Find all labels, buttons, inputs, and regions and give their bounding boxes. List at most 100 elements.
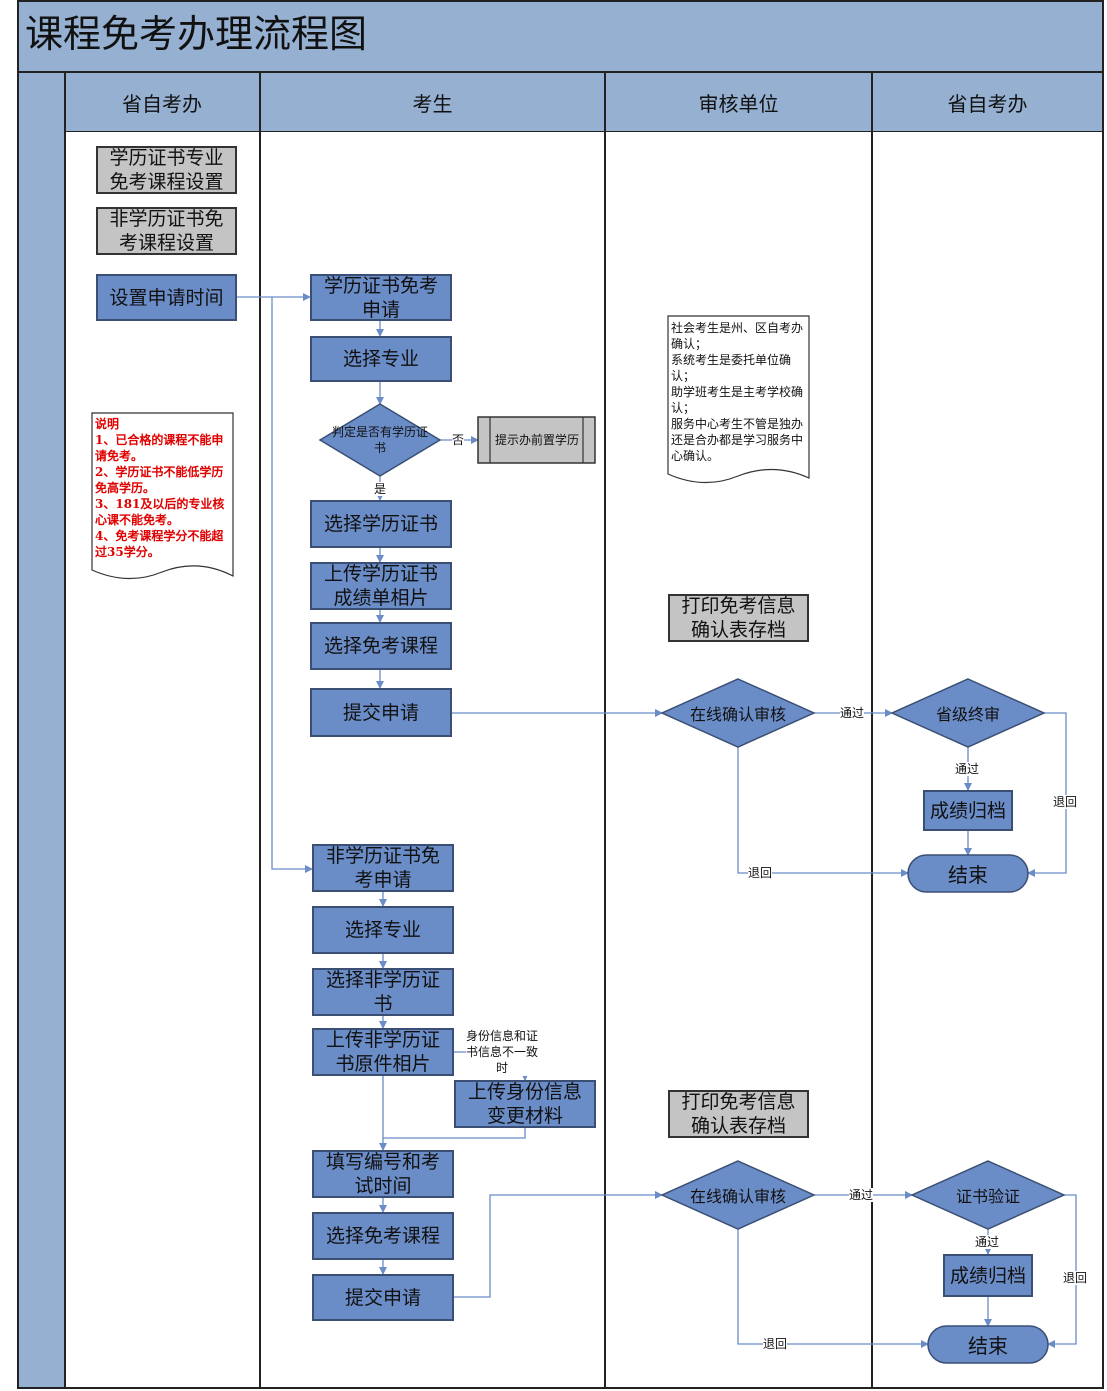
return-label: 退回	[1053, 795, 1078, 809]
lane-header-reviewer: 审核单位	[606, 73, 873, 132]
box-label: 选择学历证书	[323, 513, 438, 535]
lane-label: 审核单位	[698, 91, 779, 116]
return-label: 退回	[748, 866, 773, 880]
lane-divider	[604, 73, 606, 1389]
review-label-1: 在线确认审核	[689, 705, 786, 724]
box-label: 上传学历证书成绩单相片	[323, 563, 438, 609]
reviewer-note-line: 助学班考生是主考学校确认；	[671, 385, 804, 415]
lane-divider	[1102, 73, 1104, 1389]
lane-divider	[871, 73, 873, 1389]
final-review-diamond	[890, 678, 1046, 748]
note-item: 2、学历证书不能低学历免高学历。	[95, 465, 224, 495]
reviewer-note-line: 服务中心考生不管是独办还是合办都是学习服务中心确认。	[671, 417, 804, 463]
box-label: 填写编号和考试时间	[325, 1151, 440, 1197]
box-label: 设置申请时间	[109, 286, 224, 309]
lane-header-province-2: 省自考办	[873, 73, 1104, 132]
lane-label: 省自考办	[122, 91, 202, 116]
box-label: 打印免考信息确认表存档	[681, 595, 796, 641]
return-label: 退回	[1063, 1271, 1088, 1285]
degree-course-setting-box: 学历证书专业免考课程设置	[96, 146, 237, 194]
nondegree-course-setting-box: 非学历证书免考课程设置	[96, 207, 237, 255]
review-diamond-1	[660, 678, 816, 748]
bottom-border	[17, 1387, 1104, 1389]
lane-header-candidate: 考生	[261, 73, 606, 132]
note-item: 1、已合格的课程不能申请免考。	[95, 433, 224, 463]
prompt-label: 提示办前置学历	[494, 433, 579, 447]
box-label: 上传身份信息变更材料	[467, 1081, 582, 1127]
end-label-2: 结束	[968, 1334, 1008, 1358]
review-diamond-2	[660, 1160, 816, 1230]
notes-document-shape	[91, 412, 234, 580]
decision-label: 判定是否有学历证书	[331, 425, 428, 455]
lane-header-province-1: 省自考办	[65, 73, 261, 132]
pass-label: 通过	[975, 1235, 1000, 1249]
box-label: 选择专业	[342, 348, 419, 370]
upload-cert-box: 上传学历证书成绩单相片	[310, 562, 452, 610]
set-time-box: 设置申请时间	[96, 274, 237, 321]
print-confirm-box-2: 打印免考信息确认表存档	[668, 1090, 809, 1138]
lane-label: 考生	[412, 91, 453, 116]
review-label-2: 在线确认审核	[689, 1187, 786, 1206]
box-label: 上传非学历证书原件相片	[325, 1029, 440, 1075]
box-label: 选择免考课程	[325, 1225, 440, 1247]
choose-course-box: 选择免考课程	[310, 622, 452, 670]
upload-id-box: 上传身份信息变更材料	[454, 1080, 596, 1128]
yes-label: 是	[374, 482, 387, 496]
notes-text: 说明 1、已合格的课程不能申请免考。 2、学历证书不能低学历免高学历。 3、18…	[95, 416, 231, 560]
print-confirm-box-1: 打印免考信息确认表存档	[668, 594, 809, 642]
reviewer-note-text: 社会考生是州、区自考办确认； 系统考生是委托单位确认； 助学班考生是主考学校确认…	[671, 320, 807, 464]
reviewer-note-line: 社会考生是州、区自考办确认；	[671, 321, 804, 351]
lane-label: 省自考办	[947, 91, 1028, 116]
box-label: 打印免考信息确认表存档	[681, 1091, 796, 1137]
archive-box-1: 成绩归档	[923, 790, 1013, 831]
box-label: 学历证书免考申请	[323, 274, 438, 321]
no-label: 否	[452, 433, 465, 447]
box-label: 非学历证书免考申请	[325, 845, 440, 891]
mismatch-label: 身份信息和证书信息不一致时	[466, 1028, 539, 1076]
lane-divider	[259, 73, 261, 1389]
notes-heading: 说明	[95, 417, 120, 431]
end-terminal-2	[927, 1325, 1049, 1364]
pass-label: 通过	[849, 1188, 874, 1202]
submit-box-2: 提交申请	[312, 1274, 454, 1321]
end-terminal-1	[907, 854, 1029, 893]
box-label: 选择免考课程	[323, 635, 438, 657]
end-label-1: 结束	[948, 863, 988, 887]
pass-label: 通过	[840, 706, 865, 720]
decision-diamond	[318, 403, 442, 477]
final-review-label: 省级终审	[935, 705, 1000, 724]
return-label: 退回	[763, 1337, 788, 1351]
submit-box: 提交申请	[310, 688, 452, 737]
choose-cert-box: 选择学历证书	[310, 500, 452, 548]
cert-verify-label: 证书验证	[955, 1187, 1020, 1206]
note-item: 3、181及以后的专业核心课不能免考。	[95, 497, 225, 527]
nondegree-apply-box: 非学历证书免考申请	[312, 844, 454, 892]
box-label: 非学历证书免考课程设置	[109, 208, 224, 254]
box-label: 提交申请	[342, 701, 419, 724]
box-label: 学历证书专业免考课程设置	[109, 147, 224, 193]
choose-nondegree-cert-box: 选择非学历证书	[312, 968, 454, 1016]
side-strip	[17, 73, 65, 1389]
cert-verify-diamond	[910, 1160, 1066, 1230]
choose-major-box-2: 选择专业	[312, 906, 454, 954]
box-label: 选择专业	[344, 919, 421, 941]
box-label: 选择非学历证书	[325, 969, 440, 1015]
reviewer-note-line: 系统考生是委托单位确认；	[671, 353, 792, 383]
note-item: 4、免考课程学分不能超过35学分。	[95, 529, 224, 559]
fill-info-box: 填写编号和考试时间	[312, 1150, 454, 1198]
upload-nondegree-box: 上传非学历证书原件相片	[312, 1028, 454, 1076]
choose-major-box: 选择专业	[310, 336, 452, 382]
choose-course-box-2: 选择免考课程	[312, 1212, 454, 1260]
degree-apply-box: 学历证书免考申请	[310, 274, 452, 321]
pass-label: 通过	[955, 762, 980, 776]
box-label: 成绩归档	[949, 1264, 1026, 1287]
prompt-subprocess-shape	[477, 416, 596, 464]
lane-divider	[64, 73, 66, 1389]
box-label: 成绩归档	[929, 799, 1006, 822]
page-title: 课程免考办理流程图	[25, 12, 368, 56]
reviewer-note-document-shape	[667, 315, 810, 484]
box-label: 提交申请	[344, 1286, 421, 1309]
title-bar	[17, 0, 1104, 73]
